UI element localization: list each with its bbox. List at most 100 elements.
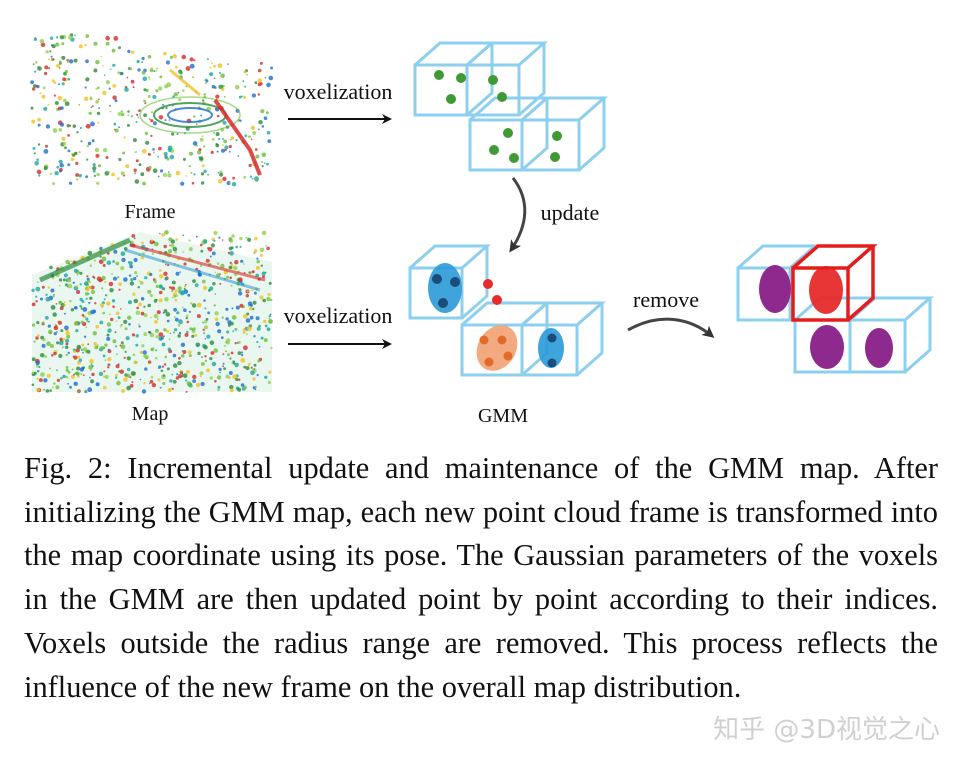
point-cloud-dot: [164, 277, 168, 281]
point-cloud-dot: [61, 136, 66, 141]
point-cloud-dot: [256, 340, 259, 344]
point-cloud-dot: [259, 61, 263, 65]
point-cloud-dot: [229, 138, 232, 141]
point-cloud-dot: [167, 173, 172, 178]
point-cloud-dot: [122, 151, 126, 155]
point-cloud-dot: [237, 155, 240, 157]
point-cloud-dot: [185, 379, 188, 382]
point-cloud-dot: [147, 94, 151, 99]
point-cloud-dot: [262, 298, 267, 303]
point-cloud-dot: [63, 273, 68, 278]
point-cloud-dot: [141, 344, 145, 348]
point-cloud-dot: [94, 147, 100, 153]
point-cloud-dot: [158, 336, 162, 339]
point-cloud-dot: [124, 327, 128, 331]
point-cloud-dot: [85, 175, 88, 179]
point-cloud-dot: [185, 390, 188, 393]
gaussian-purple: [865, 328, 893, 368]
point-cloud-dot: [62, 278, 66, 282]
point-cloud-dot: [243, 70, 247, 74]
point-cloud-dot: [201, 356, 203, 358]
point-cloud-dot: [200, 264, 203, 267]
point-cloud-dot: [219, 282, 222, 285]
point-cloud-dot: [37, 117, 41, 122]
point-cloud-dot: [62, 77, 66, 82]
point-cloud-dot: [112, 84, 117, 88]
point-cloud-dot: [73, 350, 76, 354]
point-cloud-dot: [231, 307, 234, 310]
point-cloud-dot: [218, 236, 221, 239]
point-cloud-dot: [218, 137, 221, 141]
point-cloud-dot: [171, 290, 174, 293]
point-cloud-dot: [247, 326, 252, 332]
point-cloud-dot: [65, 375, 68, 378]
point-cloud-dot: [241, 351, 243, 354]
point-cloud-dot: [232, 374, 238, 380]
point-cloud-dot: [225, 317, 229, 321]
green-point: [488, 75, 498, 85]
point-cloud-dot: [186, 330, 189, 334]
point-cloud-dot: [180, 290, 186, 296]
point-cloud-dot: [64, 146, 67, 150]
point-cloud-dot: [32, 84, 37, 88]
point-cloud-dot: [131, 381, 134, 384]
point-cloud-dot: [106, 336, 111, 341]
point-cloud-dot: [157, 175, 160, 178]
point-cloud-dot: [207, 247, 213, 252]
point-cloud-dot: [77, 390, 80, 393]
point-cloud-dot: [238, 288, 242, 292]
point-cloud-dot: [218, 179, 223, 184]
point-cloud-dot: [87, 250, 93, 256]
point-cloud-dot: [201, 164, 205, 168]
point-cloud-dot: [203, 320, 208, 324]
point-cloud-dot: [213, 77, 216, 80]
point-cloud-dot: [138, 163, 142, 167]
point-cloud-dot: [242, 328, 246, 331]
point-cloud-dot: [53, 325, 59, 331]
point-cloud-dot: [149, 332, 155, 338]
point-cloud-dot: [60, 376, 63, 380]
point-cloud-dot: [118, 126, 120, 129]
point-cloud-dot: [223, 367, 227, 370]
point-cloud-dot: [243, 314, 248, 319]
point-cloud-dot: [195, 382, 201, 387]
point-cloud-dot: [246, 333, 248, 336]
point-cloud-dot: [98, 107, 100, 110]
point-cloud-dot: [237, 387, 242, 392]
point-cloud-dot: [174, 317, 179, 322]
point-cloud-dot: [188, 247, 193, 252]
point-cloud-dot: [90, 363, 93, 365]
point-cloud-dot: [193, 173, 196, 176]
point-cloud-dot: [69, 385, 72, 389]
point-cloud-dot: [203, 145, 206, 148]
point-cloud-dot: [216, 114, 220, 118]
point-cloud-dot: [111, 48, 116, 53]
point-cloud-dot: [59, 163, 64, 168]
point-cloud-dot: [177, 360, 182, 366]
point-cloud-dot: [243, 365, 247, 369]
point-cloud-dot: [99, 246, 103, 251]
point-cloud-dot: [64, 283, 68, 287]
point-cloud-dot: [231, 182, 237, 187]
point-cloud-dot: [141, 241, 144, 245]
point-cloud-dot: [31, 302, 36, 307]
point-cloud-dot: [142, 350, 147, 355]
point-cloud-dot: [188, 350, 192, 355]
point-cloud-dot: [225, 307, 229, 311]
point-cloud-dot: [35, 61, 38, 64]
point-cloud-dot: [225, 374, 230, 379]
point-cloud-dot: [200, 114, 203, 117]
point-cloud-dot: [144, 102, 146, 105]
point-cloud-dot: [147, 54, 152, 59]
point-cloud-dot: [36, 387, 41, 392]
point-cloud-dot: [127, 315, 132, 320]
point-cloud-dot: [55, 42, 60, 47]
point-cloud-dot: [162, 311, 165, 314]
point-cloud-dot: [55, 385, 60, 390]
point-cloud-dot: [112, 63, 116, 67]
point-cloud-dot: [171, 387, 174, 390]
point-cloud-dot: [86, 158, 89, 161]
point-cloud-dot: [245, 318, 251, 323]
point-cloud-dot: [35, 364, 40, 368]
point-cloud-dot: [236, 278, 240, 282]
